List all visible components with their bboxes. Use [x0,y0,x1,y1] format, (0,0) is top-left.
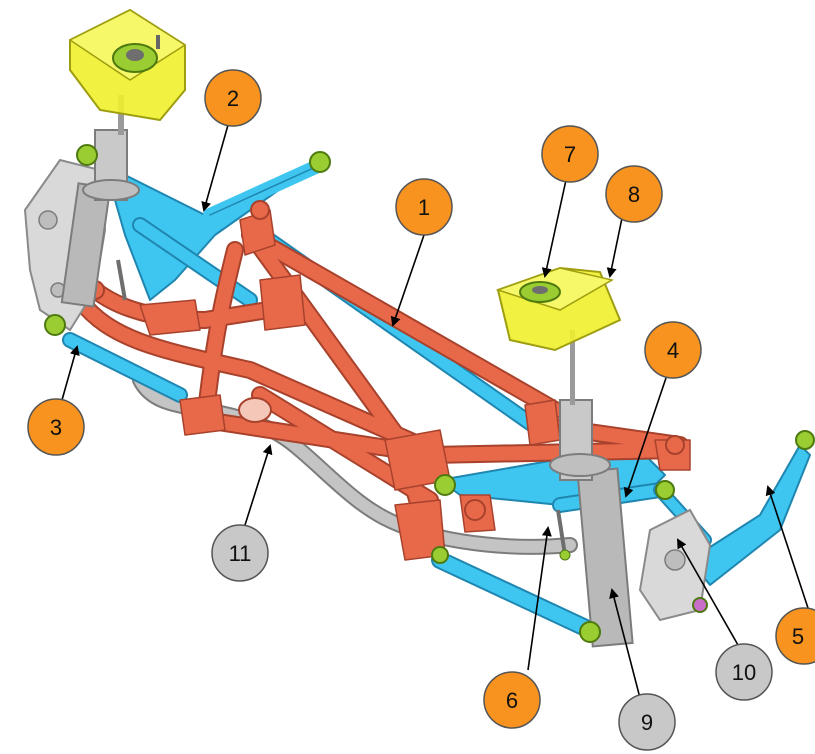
leader-7 [541,179,567,278]
callout-4-label: 4 [667,338,679,363]
front-top-mount [495,266,622,352]
leader-5 [765,485,809,609]
callout-2-label: 2 [227,86,239,111]
callout-3: 3 [27,398,85,456]
leader-9 [609,588,641,699]
leader-lines [61,124,809,699]
control-arms [62,158,811,639]
callout-9-label: 9 [641,710,653,735]
callouts: 1 2 3 4 5 6 7 8 [27,69,815,751]
bushings [44,144,815,643]
rear-top-mount [68,8,187,122]
leader-10 [677,538,739,646]
callout-7-label: 7 [564,142,576,167]
callout-11-label: 11 [229,541,252,566]
callout-1-label: 1 [418,195,430,220]
callout-5-label: 5 [792,624,804,649]
leader-3 [61,345,80,401]
leader-4 [623,377,667,498]
callout-8: 8 [605,165,663,223]
tube-subframe [71,200,691,561]
callout-2: 2 [204,69,262,127]
callout-4: 4 [644,321,702,379]
callout-11: 11 [211,524,269,582]
callout-6-label: 6 [506,688,518,713]
leader-6 [527,526,552,671]
callout-7: 7 [541,125,599,183]
callout-10-label: 10 [732,660,756,685]
callout-8-label: 8 [628,182,640,207]
callout-5: 5 [775,607,815,665]
drop-links [116,259,571,561]
callout-3-label: 3 [50,415,62,440]
rear-strut [60,95,140,308]
callout-1: 1 [395,178,453,236]
callout-9: 9 [618,693,676,751]
leader-1 [390,234,425,327]
leader-2 [201,124,229,212]
callout-10: 10 [715,643,773,701]
leader-8 [606,217,623,278]
callout-6: 6 [483,671,541,729]
leader-11 [244,444,273,526]
front-strut [549,330,634,648]
